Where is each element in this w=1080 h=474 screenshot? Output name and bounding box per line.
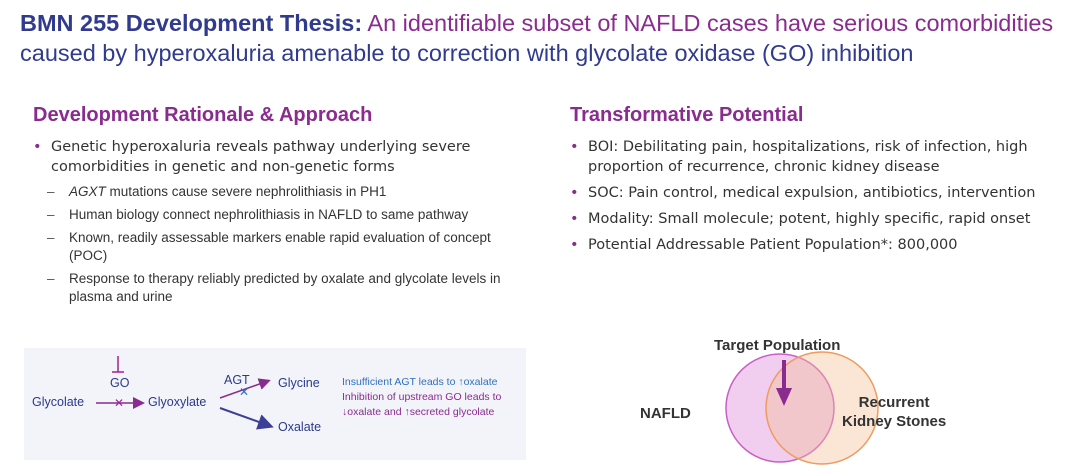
left-heading: Development Rationale & Approach [33, 104, 373, 126]
title-bold: BMN 255 Development Thesis: [20, 10, 363, 36]
sub-italic: AGXT [69, 184, 106, 199]
sub-text: Known, readily assessable markers enable… [69, 230, 491, 263]
pathway-note-2: Inhibition of upstream GO leads to [342, 391, 502, 403]
right-heading: Transformative Potential [570, 104, 804, 126]
bullet-icon: • [570, 237, 579, 253]
dash-icon: – [47, 207, 55, 222]
kidney-stones-circle [765, 351, 879, 465]
right-bullet-text: SOC: Pain control, medical expulsion, an… [588, 185, 1036, 201]
right-bullet: • BOI: Debilitating pain, hospitalization… [570, 137, 1060, 177]
bullet-icon: • [570, 139, 579, 155]
dash-icon: – [47, 271, 55, 286]
venn-nafld-label: NAFLD [640, 405, 691, 422]
agt-block-x-icon: ✕ [239, 385, 249, 399]
dash-icon: – [47, 230, 55, 245]
venn-target-label: Target Population [714, 337, 841, 354]
block-x-icon: ✕ [114, 396, 124, 410]
sub-item: –AGXT mutations cause severe nephrolithi… [47, 183, 523, 201]
title-line2: caused by hyperoxaluria amenable to corr… [20, 40, 914, 66]
title-line1: An identifiable subset of NAFLD cases ha… [362, 10, 1054, 36]
pathway-note-1: Insufficient AGT leads to ↑oxalate [342, 376, 498, 388]
sub-text: Human biology connect nephrolithiasis in… [69, 207, 469, 222]
right-bullet-text: Potential Addressable Patient Population… [588, 237, 958, 253]
right-bullet-text: Modality: Small molecule; potent, highly… [588, 211, 1031, 227]
left-sub-list: –AGXT mutations cause severe nephrolithi… [47, 183, 523, 306]
right-bullet: • Modality: Small molecule; potent, highl… [570, 209, 1060, 229]
bullet-icon: • [570, 185, 579, 201]
glycine-label: Glycine [278, 376, 320, 390]
left-bullet-text: Genetic hyperoxaluria reveals pathway un… [51, 139, 471, 175]
venn-kidney-line1: Recurrent [858, 394, 930, 411]
pathway-note-3: ↓oxalate and ↑secreted glycolate [342, 406, 495, 418]
right-bullet-list: • BOI: Debilitating pain, hospitalization… [570, 137, 1060, 261]
venn-kidney-line2: Kidney Stones [842, 413, 947, 430]
glycolate-label: Glycolate [32, 395, 85, 409]
bullet-icon: • [570, 211, 579, 227]
sub-text: mutations cause severe nephrolithiasis i… [105, 184, 387, 199]
dash-icon: – [47, 184, 55, 199]
right-bullet-text: BOI: Debilitating pain, hospitalizations… [588, 139, 1028, 175]
arrow-to-glycine [219, 378, 271, 399]
bullet-icon: • [33, 139, 42, 155]
agt-label: AGT [224, 373, 250, 387]
sub-text: Response to therapy reliably predicted b… [69, 271, 501, 304]
right-bullet: • SOC: Pain control, medical expulsion, a… [570, 183, 1060, 203]
nafld-circle [725, 353, 835, 463]
sub-item: –Known, readily assessable markers enabl… [47, 229, 523, 265]
left-bullet: • Genetic hyperoxaluria reveals pathway … [33, 137, 523, 306]
page-title: BMN 255 Development Thesis: An identifia… [20, 8, 1070, 68]
oxalate-label: Oxalate [278, 420, 322, 434]
pathway-diagram: ✕ ✕ Glycolate GO Glyoxylate AGT Glycine … [24, 348, 526, 460]
venn-kidney-label: Recurrent Kidney Stones [842, 393, 946, 431]
sub-item: –Human biology connect nephrolithiasis i… [47, 206, 523, 224]
pathway-arrows: ✕ ✕ [96, 356, 274, 430]
venn-diagram [725, 351, 879, 465]
right-bullet: • Potential Addressable Patient Populatio… [570, 235, 1060, 255]
go-label: GO [110, 376, 130, 390]
target-arrow-head [776, 388, 792, 406]
left-bullet-list: • Genetic hyperoxaluria reveals pathway … [33, 137, 523, 312]
sub-item: –Response to therapy reliably predicted … [47, 270, 523, 306]
glyoxylate-label: Glyoxylate [148, 395, 207, 409]
arrow-to-oxalate [219, 407, 274, 430]
